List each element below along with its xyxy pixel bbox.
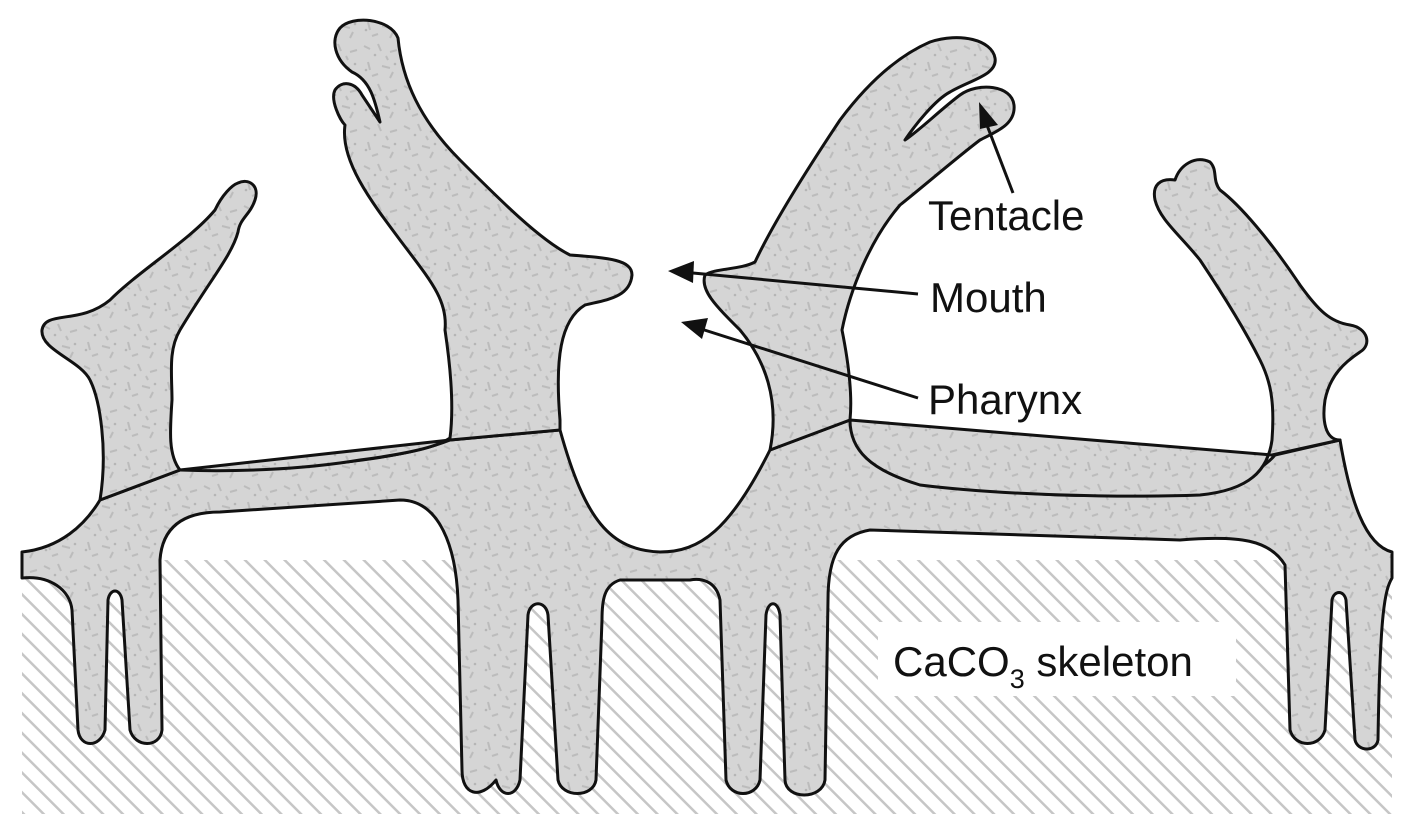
tentacle-label: Tentacle <box>928 192 1084 239</box>
polyp-right-body <box>848 158 1369 498</box>
mouth-arrowhead <box>668 261 694 283</box>
leader-lines <box>681 119 1015 400</box>
mouth-leader <box>681 270 919 296</box>
skeleton-label: CaCO3 skeleton <box>893 638 1193 694</box>
pharynx-arrowhead <box>681 318 708 339</box>
polyp-left-large-body <box>178 18 634 473</box>
pharynx-label: Pharynx <box>928 376 1082 423</box>
tissue-base-sheet <box>20 418 1394 797</box>
pharynx-leader <box>694 325 919 400</box>
mouth-label: Mouth <box>930 274 1047 321</box>
polyp-center-right-body <box>702 36 1016 452</box>
tentacle-arrowhead <box>979 102 998 129</box>
skeleton-label-box <box>878 622 1236 696</box>
polyp-left-body <box>40 179 258 502</box>
tentacle-leader <box>983 119 1015 194</box>
